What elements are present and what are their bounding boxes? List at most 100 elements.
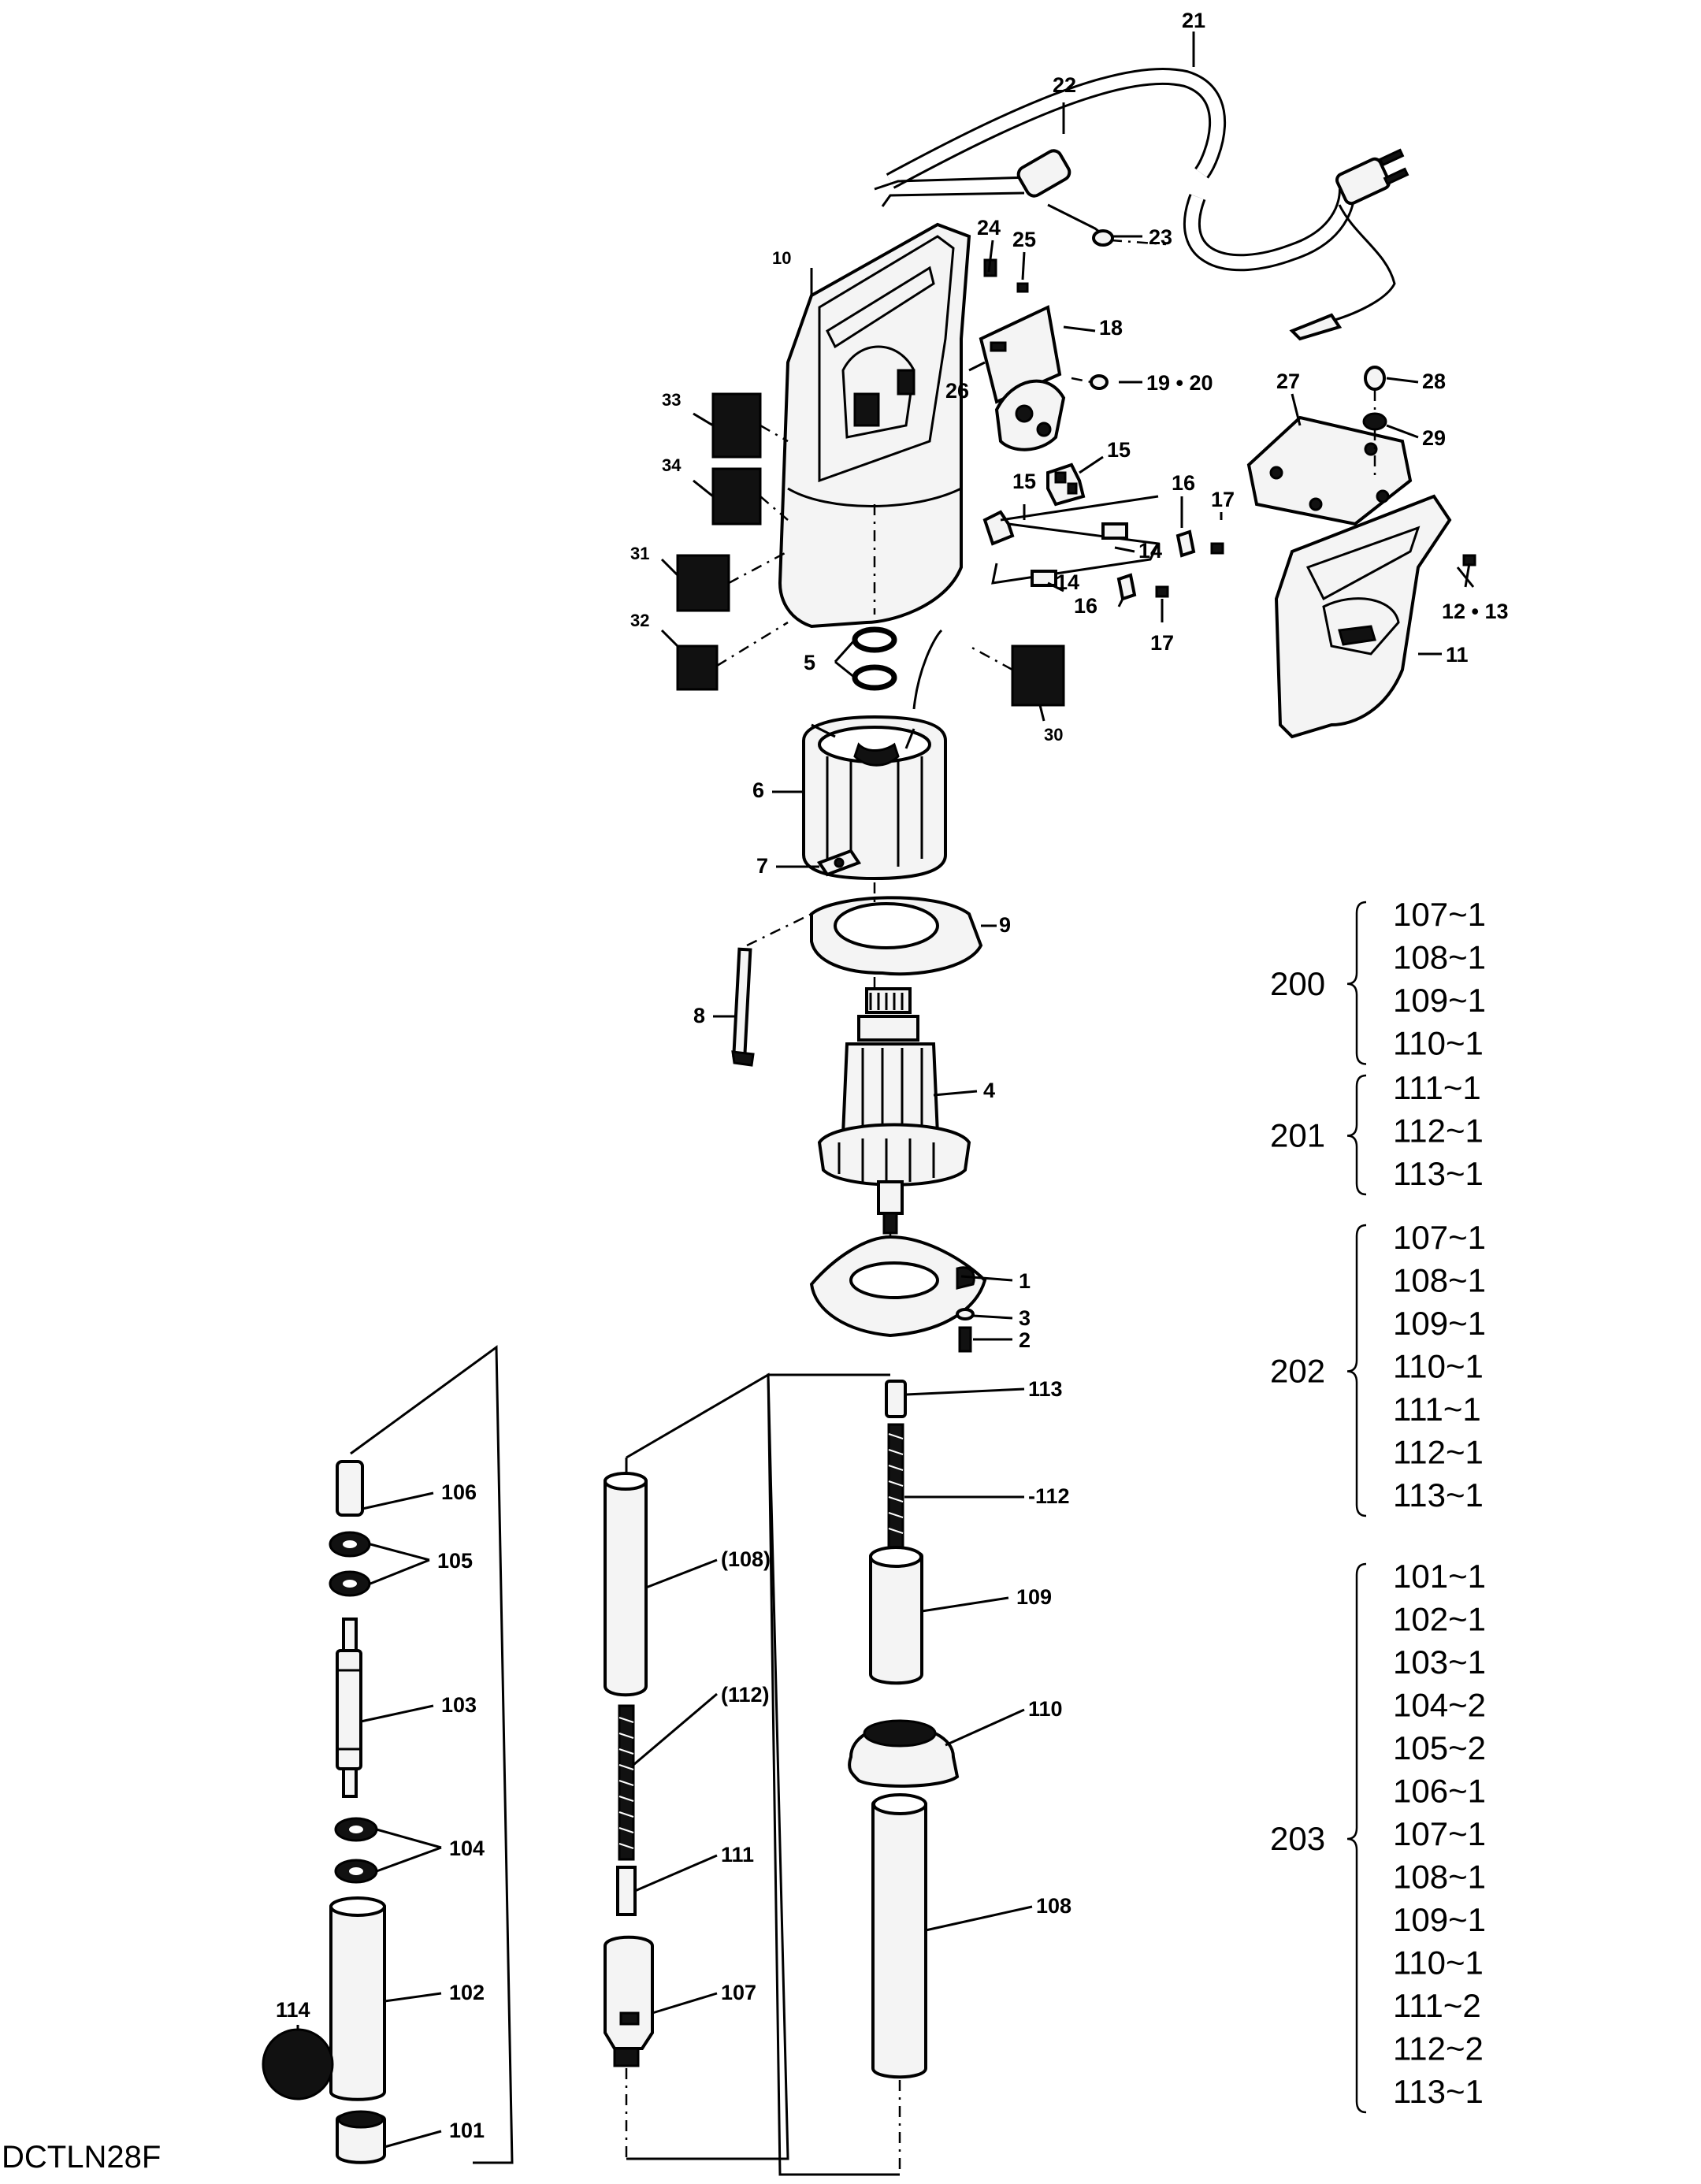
- shaft-assembly-middle: [604, 1372, 789, 2160]
- callout-33: 33: [662, 390, 681, 410]
- callout-27: 27: [1276, 370, 1300, 393]
- callout-15-lower: 15: [1012, 470, 1036, 493]
- kit-item: 110~1: [1393, 1348, 1484, 1385]
- kit-item: 108~1: [1393, 1859, 1486, 1896]
- kit-203: 203101~1102~1103~1104~2105~2106~1107~110…: [1270, 1558, 1486, 2114]
- bearing-housing: [809, 1235, 987, 1353]
- kit-item: 110~1: [1393, 1944, 1484, 1982]
- kit-item: 107~1: [1393, 896, 1486, 933]
- callout-108-middle: (108): [721, 1547, 771, 1571]
- kit-item: 107~1: [1393, 1219, 1486, 1256]
- kit-item: 105~2: [1393, 1729, 1486, 1766]
- callout-numbers: 21 22 23 24 25 10 18 26 19 • 20 27 28 29…: [276, 9, 1509, 2142]
- drawing-code: DCTLN28F: [2, 2140, 162, 2175]
- callout-6: 6: [752, 778, 764, 802]
- callout-24: 24: [977, 216, 1001, 240]
- callout-1: 1: [1019, 1269, 1031, 1293]
- callout-103: 103: [441, 1693, 477, 1717]
- callout-5: 5: [804, 651, 815, 674]
- through-bolt: [731, 912, 812, 1067]
- kit-item: 111~1: [1393, 1069, 1481, 1106]
- kit-item: 112~1: [1393, 1434, 1484, 1471]
- callout-101: 101: [449, 2119, 485, 2142]
- callout-107: 107: [721, 1981, 756, 2004]
- callout-16-lower: 16: [1074, 594, 1097, 618]
- callout-28: 28: [1422, 370, 1446, 393]
- kit-item: 102~1: [1393, 1601, 1486, 1638]
- callout-104: 104: [449, 1837, 485, 1860]
- callout-110: 110: [1028, 1697, 1063, 1721]
- callout-31: 31: [630, 544, 649, 563]
- callout-10: 10: [772, 248, 791, 268]
- callout-14-right: 14: [1138, 539, 1162, 563]
- callout-17-upper: 17: [1211, 488, 1235, 511]
- callout-7: 7: [756, 854, 768, 878]
- motor-housing: [778, 222, 971, 629]
- kit-brace: [1346, 901, 1367, 1065]
- callout-17-lower: 17: [1150, 631, 1174, 655]
- kit-number: 201: [1270, 1117, 1325, 1154]
- callout-3: 3: [1019, 1306, 1031, 1330]
- callout-25: 25: [1012, 228, 1036, 251]
- field-coil: [802, 715, 947, 881]
- kit-item: 113~1: [1393, 1155, 1484, 1192]
- callout-105: 105: [437, 1549, 473, 1573]
- kit-item: 109~1: [1393, 982, 1486, 1019]
- o-rings: [852, 626, 943, 710]
- callout-30: 30: [1044, 725, 1063, 745]
- kit-number: 202: [1270, 1353, 1325, 1390]
- kit-brace: [1346, 1562, 1367, 2114]
- kit-item: 111~2: [1393, 1987, 1481, 2024]
- baffle-plate: [810, 882, 983, 1008]
- kit-item: 108~1: [1393, 1262, 1486, 1299]
- kit-item: 113~1: [1393, 1476, 1484, 1514]
- switch-and-brush-parts: [979, 258, 1224, 601]
- callout-112-right: -112: [1028, 1484, 1070, 1508]
- callout-29: 29: [1422, 426, 1446, 450]
- callout-15-upper: 15: [1107, 438, 1131, 462]
- kit-item: 109~1: [1393, 1305, 1486, 1342]
- callout-9: 9: [999, 913, 1011, 937]
- kit-item: 103~1: [1393, 1644, 1486, 1681]
- callout-114: 114: [276, 1998, 310, 2022]
- callout-4: 4: [983, 1079, 995, 1102]
- callout-19-20: 19 • 20: [1146, 371, 1213, 395]
- kit-brace: [1346, 1224, 1367, 1517]
- callout-21: 21: [1182, 9, 1205, 32]
- kit-item: 106~1: [1393, 1773, 1486, 1810]
- callout-12-13: 12 • 13: [1442, 600, 1509, 623]
- callout-32: 32: [630, 611, 649, 630]
- kit-item: 111~1: [1393, 1391, 1481, 1428]
- callout-112-middle: (112): [721, 1683, 770, 1707]
- callout-18: 18: [1099, 316, 1123, 340]
- power-cord-assembly: [874, 67, 1409, 341]
- kit-brace: [1346, 1074, 1367, 1196]
- leader-lines: [296, 32, 1475, 2149]
- kit-item: 112~2: [1393, 2030, 1484, 2067]
- kit-lists: 200 107~1 108~1 109~1 110~1 201 111~1 112~1 113~…: [1270, 896, 1486, 2114]
- rear-cover-and-handle: [1246, 366, 1476, 739]
- armature: [817, 987, 971, 1261]
- callout-22: 22: [1053, 73, 1076, 97]
- callout-2: 2: [1019, 1328, 1031, 1352]
- callout-109: 109: [1016, 1585, 1052, 1609]
- callout-11: 11: [1446, 643, 1469, 667]
- callout-108-right: 108: [1036, 1894, 1071, 1918]
- callout-8: 8: [693, 1004, 705, 1027]
- kit-202: 202 107~1 108~1 109~1 110~1 111~1 112~1 113~1: [1270, 1219, 1486, 1517]
- shaft-assembly-right: [767, 1373, 960, 2176]
- kit-item: 109~1: [1393, 1901, 1486, 1938]
- callout-111: 111: [721, 1843, 754, 1866]
- callout-26: 26: [945, 379, 969, 403]
- kit-item: 107~1: [1393, 1815, 1486, 1852]
- callout-106: 106: [441, 1480, 477, 1504]
- kit-number: 203: [1270, 1820, 1325, 1857]
- kit-item: 110~1: [1393, 1025, 1484, 1062]
- callout-14-left: 14: [1056, 570, 1079, 594]
- kit-number: 200: [1270, 965, 1325, 1002]
- kit-item: 113~1: [1393, 2073, 1484, 2110]
- shaft-assembly-left: [262, 1345, 514, 2164]
